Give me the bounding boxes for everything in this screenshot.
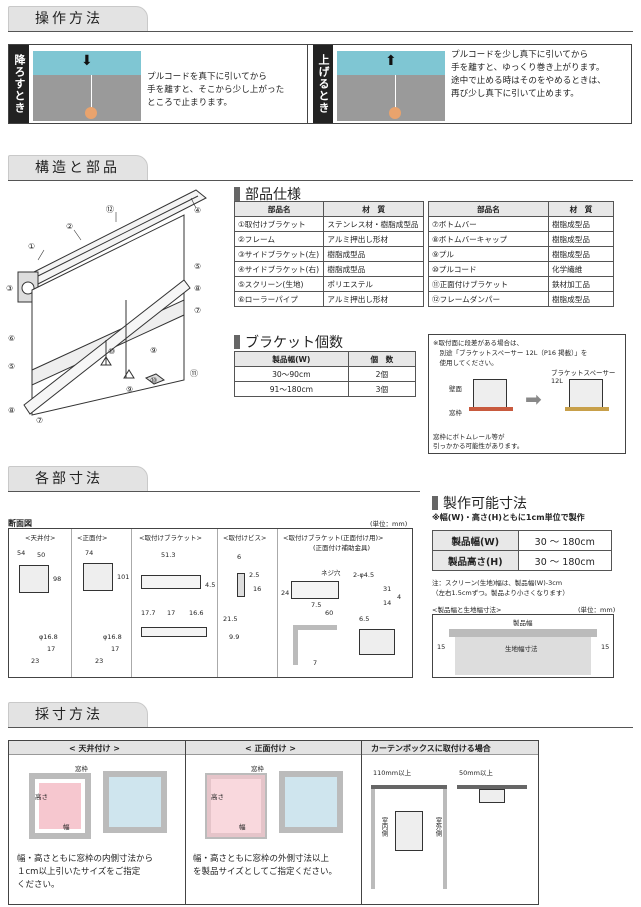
callout: ⑨	[150, 346, 158, 355]
structure-diagram	[17, 189, 207, 416]
callout: ⑧	[8, 406, 16, 415]
parts-table-left: 部品名材 質 ①取付けブラケットステンレス材・樹脂成型品 ②フレームアルミ押出し…	[233, 201, 424, 307]
shade-down-illustration: ⬇	[33, 51, 141, 121]
callout: ⑫	[106, 205, 114, 214]
callout: ⑩	[108, 347, 116, 356]
section-rule	[8, 491, 420, 492]
spacer-note: ※取付面に段差がある場合は、 別途「ブラケットスペーサー 12L（P16 掲載）…	[428, 334, 626, 454]
production-title: 製作可能寸法	[432, 493, 527, 513]
shade-up-illustration: ⬆	[337, 51, 445, 121]
width-diagram: 製品幅 生地幅寸法 15 15	[432, 614, 614, 678]
down-text: プルコードを真下に引いてから手を離すと、そこから少し上がったところで止まります。	[147, 72, 285, 108]
up-text: プルコードを少し真下に引いてから手を離すと、ゆっくり巻き上がります。途中で止める…	[451, 50, 606, 99]
callout: ⑪	[190, 369, 198, 378]
production-sub: ※幅(W)・高さ(H)ともに1cm単位で製作	[432, 513, 585, 522]
production-table: 製品幅(W)30 ～ 180cm 製品高さ(H)30 ～ 180cm	[432, 530, 613, 571]
callout: ⑤	[8, 362, 16, 371]
arrow-up-icon: ⬆	[385, 53, 397, 69]
callout: ②	[66, 222, 74, 231]
callout: ⑥	[8, 334, 16, 343]
operation-panel: 降ろすとき ⬇ プルコードを真下に引いてから手を離すと、そこから少し上がったとこ…	[8, 44, 632, 124]
section-tab-structure: 構造と部品	[8, 155, 148, 181]
callout: ⑨	[126, 385, 134, 394]
hand-icon	[85, 107, 97, 119]
production-note: 注：スクリーン(生地)幅は、製品幅(W)-3cm（左右1.5cmずつ。製品より小…	[432, 579, 569, 597]
parts-title: 部品仕様	[234, 184, 301, 204]
width-diagram-unit: (単位：mm)	[578, 606, 616, 614]
section-rule	[8, 180, 633, 181]
callout: ⑦	[36, 416, 44, 425]
measure-panel: < 天井付け > < 正面付け > カーテンボックスに取付ける場合 窓枠 高さ …	[8, 740, 539, 905]
section-rule	[8, 31, 633, 32]
callout: ⑦	[194, 306, 202, 315]
callout: ⑤	[194, 262, 202, 271]
section-tab-dimensions: 各部寸法	[8, 466, 148, 492]
section-tab-operation: 操作方法	[8, 6, 148, 32]
down-label: 降ろすとき	[9, 45, 29, 123]
callout: ⑩	[150, 376, 158, 385]
width-diagram-title: <製品幅と生地幅寸法>	[432, 606, 502, 614]
callout: ④	[194, 206, 202, 215]
dim-unit: (単位：mm)	[370, 520, 408, 528]
section-tab-measure: 採寸方法	[8, 702, 148, 728]
dimension-panel: <天井付> <正面付> <取付けブラケット> <取付けビス> <取付けブラケット…	[8, 528, 413, 678]
section-drawing-label: 断面図	[8, 519, 32, 528]
arrow-right-icon: ➡	[525, 387, 542, 411]
arrow-down-icon: ⬇	[81, 53, 93, 69]
up-label: 上げるとき	[313, 45, 333, 123]
section-rule	[8, 727, 633, 728]
bracket-title: ブラケット個数	[234, 332, 343, 352]
hand-icon	[389, 107, 401, 119]
callout: ③	[6, 284, 14, 293]
callout: ⑧	[194, 284, 202, 293]
parts-table-right: 部品名材 質 ⑦ボトムバー樹脂成型品 ⑧ボトムバーキャップ樹脂成型品 ⑨プル樹脂…	[428, 201, 615, 307]
callout: ①	[28, 242, 36, 251]
